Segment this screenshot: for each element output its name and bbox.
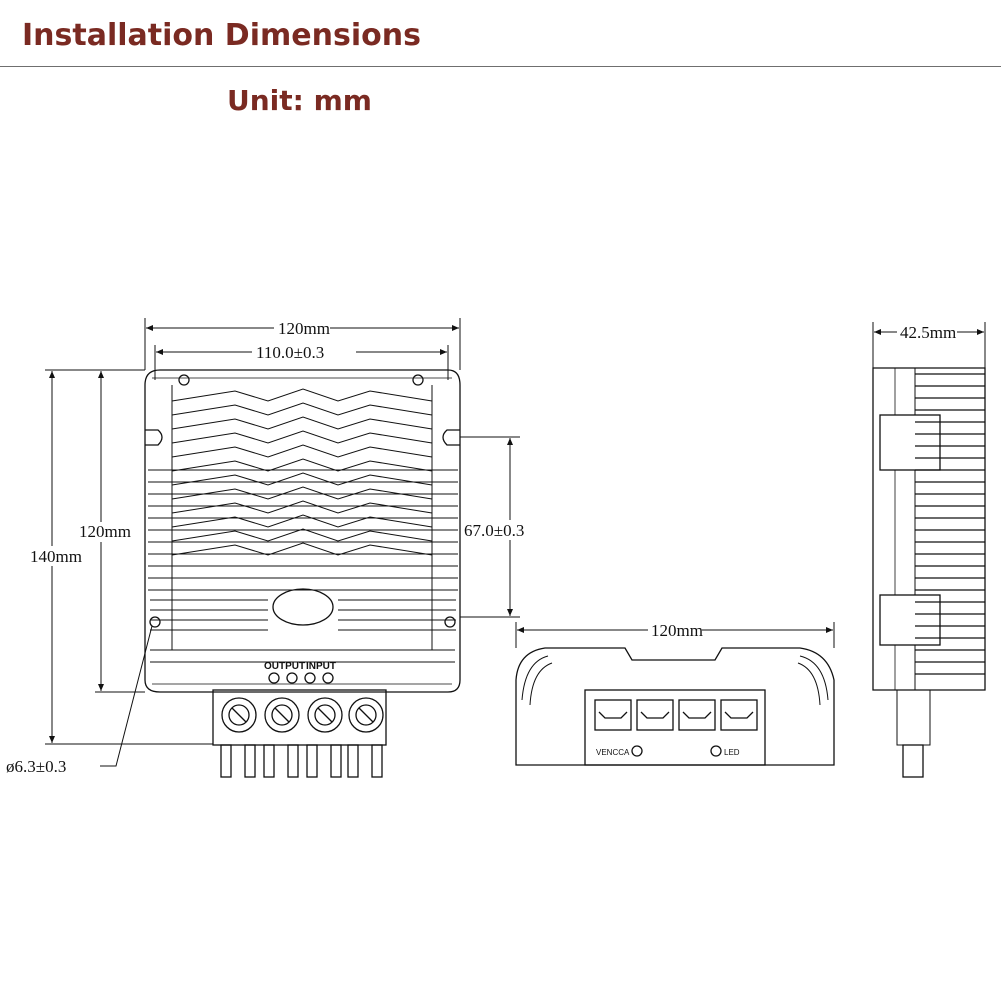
mounting-hole [149,616,161,628]
bottom-terminal-slot [720,699,758,731]
slot-detail [640,711,670,719]
bottom-view [515,622,835,766]
heatsink-fin [171,444,433,458]
terminal-screw-head [228,704,250,726]
heatsink-fin [171,472,433,486]
terminal-lug [287,744,299,778]
front-view [144,369,461,778]
tab-top-right [442,429,460,446]
bottom-terminal-slot [636,699,674,731]
heatsink-fin [171,416,433,430]
heatsink-fin [171,514,433,528]
dim-width-110: 110.0±0.3 [256,343,324,362]
front-body-outline [144,369,461,693]
dim-height-140: 140mm [30,547,82,566]
front-badge [272,588,334,626]
dim-width-120: 120mm [278,319,330,338]
terminal-block [212,689,387,746]
tab-top-left [145,429,163,446]
heatsink-fin [171,402,433,416]
dim-side-depth: 42.5mm [900,323,956,342]
dim-height-120: 120mm [79,522,131,541]
side-view [872,322,986,778]
heatsink-fin [171,388,433,402]
terminal-lug [306,744,318,778]
slot-detail [724,711,754,719]
slot-detail [682,711,712,719]
dim-hole-spacing: 67.0±0.3 [464,521,524,540]
heatsink-fin [171,542,433,556]
hole-leader [100,625,153,767]
side-body-outline [872,367,986,691]
terminal-screw [348,697,384,733]
bottom-terminal-slot [678,699,716,731]
heatsink-fin [171,430,433,444]
terminal-screw-head [314,704,336,726]
bottom-label-left: VENCCA [596,748,630,757]
bottom-terminal-area [584,689,766,766]
dim-hole-diameter: ø6.3±0.3 [6,757,66,776]
terminal-lug [220,744,232,778]
terminal-lug [263,744,275,778]
heatsink-fin [171,486,433,500]
slot-detail [598,711,628,719]
bottom-terminal-slot [594,699,632,731]
screw-slot [274,707,290,723]
terminal-screw [221,697,257,733]
terminal-screw [264,697,300,733]
terminal-screw-head [355,704,377,726]
heatsink-fin [171,500,433,514]
unit-label: Unit: mm [227,84,372,117]
heatsink-fin [171,458,433,472]
page-title: Installation Dimensions [22,18,421,53]
title-divider [0,66,1001,67]
screw-slot [358,707,374,723]
terminal-label-output: OUTPUT [264,661,305,672]
bottom-body-outline [515,647,835,766]
heatsink-fin [171,528,433,542]
screw-slot [317,707,333,723]
screw-slot [231,707,247,723]
terminal-label-input: INPUT [306,661,336,672]
terminal-lug [347,744,359,778]
dim-bottom-width: 120mm [651,621,703,640]
terminal-lug [330,744,342,778]
terminal-screw-head [271,704,293,726]
terminal-screw [307,697,343,733]
terminal-lug [244,744,256,778]
bottom-label-right: LED [724,748,740,757]
side-terminal [902,744,924,778]
terminal-lug [371,744,383,778]
